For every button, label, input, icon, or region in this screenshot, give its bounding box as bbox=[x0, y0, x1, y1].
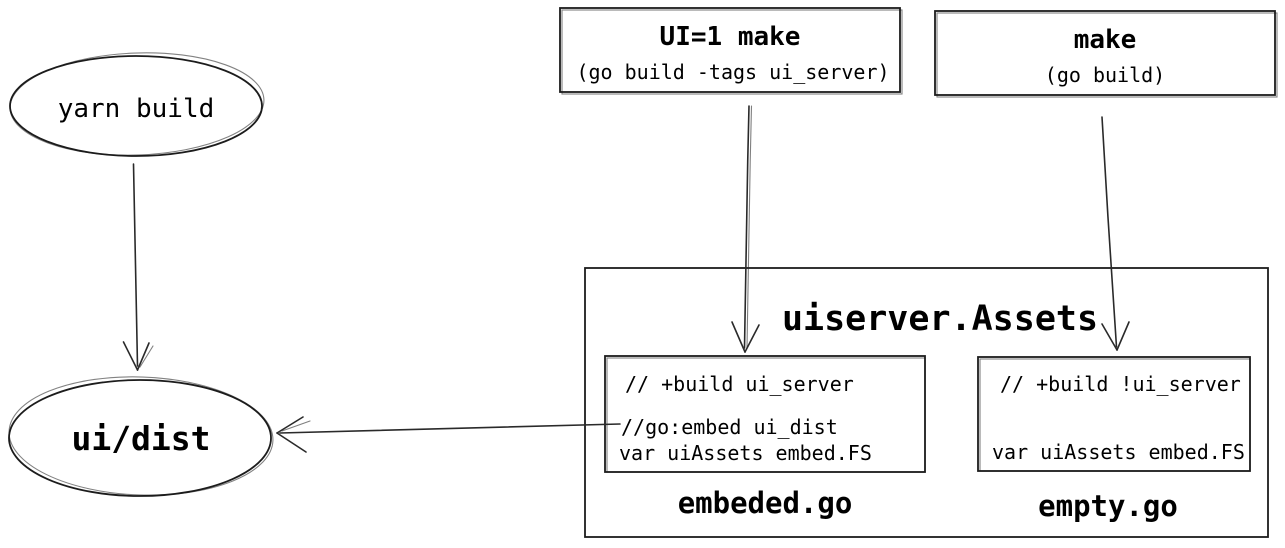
assets-group-title: uiserver.Assets bbox=[782, 299, 1098, 339]
empty-code-line2: var uiAssets embed.FS bbox=[992, 440, 1245, 464]
empty-rect-echo bbox=[979, 358, 1251, 472]
yarn-build-node: yarn build bbox=[9, 52, 265, 157]
arrow-uimake-head2 bbox=[744, 324, 760, 353]
make-rect bbox=[934, 10, 1276, 96]
arrow-yarn-to-uidist-head2 bbox=[136, 342, 150, 371]
embeded-file-box: // +build ui_server //go:embed ui_dist v… bbox=[604, 355, 926, 520]
make-title: make bbox=[1074, 25, 1137, 55]
embeded-rect-echo bbox=[606, 357, 926, 473]
ui-make-rect bbox=[559, 7, 901, 93]
arrow-make-line bbox=[1101, 116, 1118, 348]
make-rect-echo bbox=[936, 12, 1278, 98]
embeded-code-line3: var uiAssets embed.FS bbox=[619, 441, 872, 465]
ui-make-subtitle: (go build -tags ui_server) bbox=[576, 60, 889, 84]
empty-file-box: // +build !ui_server var uiAssets embed.… bbox=[977, 356, 1251, 523]
embeded-code-line2: //go:embed ui_dist bbox=[621, 415, 838, 439]
empty-filename-label: empty.go bbox=[1038, 489, 1178, 523]
arrow-make-to-empty bbox=[1101, 116, 1130, 351]
ui-dist-ellipse-echo bbox=[8, 376, 274, 496]
ui-dist-label: ui/dist bbox=[71, 419, 210, 458]
empty-rect bbox=[977, 356, 1251, 472]
arrow-yarn-to-uidist-head bbox=[122, 341, 139, 371]
arrow-uimake-line bbox=[743, 105, 750, 349]
arrow-yarn-to-uidist bbox=[122, 163, 154, 371]
ui-dist-ellipse bbox=[8, 379, 272, 497]
arrow-yarn-to-uidist-line bbox=[132, 163, 139, 367]
arrow-uimake-head bbox=[731, 321, 746, 353]
arrow-make-head2 bbox=[1116, 321, 1130, 351]
ui-make-box: UI=1 make (go build -tags ui_server) bbox=[559, 7, 903, 95]
arrow-make-head bbox=[1101, 323, 1118, 351]
arrow-uimake-line-echo bbox=[746, 105, 753, 349]
arrow-embeded-head bbox=[276, 416, 304, 434]
embeded-code-line1: // +build ui_server bbox=[625, 372, 854, 396]
empty-code-line1: // +build !ui_server bbox=[1000, 372, 1241, 396]
ui-make-title: UI=1 make bbox=[660, 22, 801, 52]
arrow-uimake-to-embeded bbox=[731, 105, 760, 353]
arrow-embeded-head-echo bbox=[281, 420, 311, 432]
yarn-build-label: yarn build bbox=[58, 94, 215, 124]
ui-dist-node: ui/dist bbox=[8, 376, 274, 497]
make-subtitle: (go build) bbox=[1045, 63, 1165, 87]
make-box: make (go build) bbox=[934, 10, 1278, 98]
arrow-embeded-to-uidist bbox=[276, 416, 621, 453]
yarn-build-ellipse-echo bbox=[9, 52, 265, 156]
embeded-filename-label: embeded.go bbox=[678, 486, 853, 520]
arrow-yarn-to-uidist-head-echo bbox=[139, 345, 154, 368]
arrow-embeded-line bbox=[279, 423, 621, 434]
arrow-embeded-head2 bbox=[276, 432, 307, 453]
ui-make-rect-echo bbox=[561, 9, 903, 95]
